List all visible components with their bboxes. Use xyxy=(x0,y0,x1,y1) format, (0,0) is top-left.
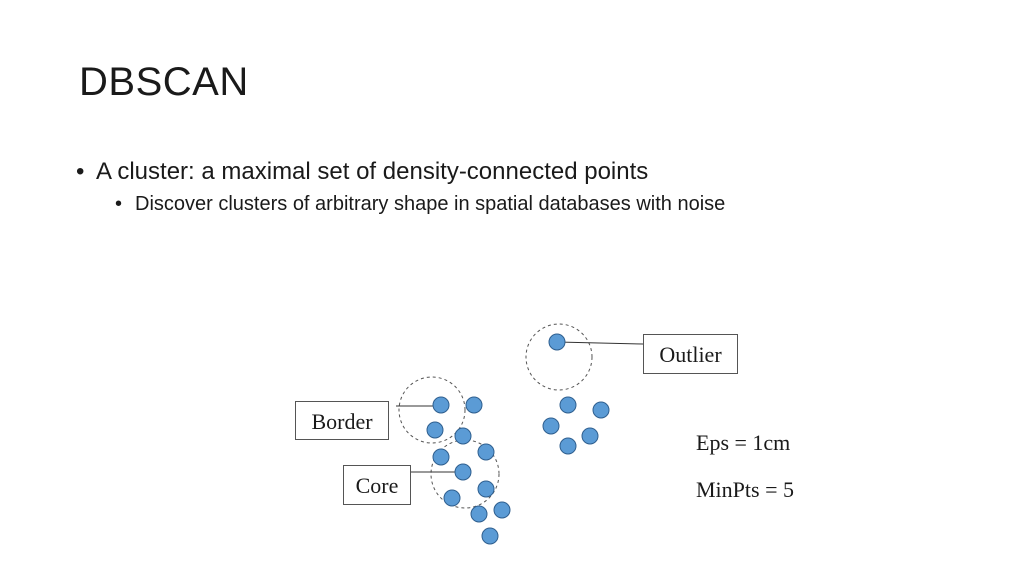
data-point xyxy=(548,333,566,351)
data-point xyxy=(426,421,444,439)
outlier-label: Outlier xyxy=(643,334,738,374)
bullet-dot-icon: • xyxy=(115,193,123,215)
data-point xyxy=(432,396,450,414)
data-point xyxy=(559,396,577,414)
data-point xyxy=(581,427,599,445)
bullet-item: • A cluster: a maximal set of density-con… xyxy=(76,155,725,189)
connector-line-outlier xyxy=(556,341,644,345)
slide-title: DBSCAN xyxy=(79,60,249,104)
data-point xyxy=(477,480,495,498)
data-point xyxy=(559,437,577,455)
sub-bullet-item: • Discover clusters of arbitrary shape in… xyxy=(115,189,725,219)
eps-circle-outlier xyxy=(525,323,593,391)
core-label: Core xyxy=(343,465,411,505)
eps-circle-core xyxy=(430,439,500,509)
data-point xyxy=(477,443,495,461)
minpts-parameter: MinPts = 5 xyxy=(696,477,794,502)
data-point xyxy=(493,501,511,519)
data-point xyxy=(481,527,499,545)
data-point xyxy=(470,505,488,523)
eps-parameter: Eps = 1cm xyxy=(696,430,791,455)
border-label: Border xyxy=(295,401,389,440)
data-point xyxy=(454,463,472,481)
eps-circle-border xyxy=(398,376,466,444)
bullet-dot-icon: • xyxy=(76,158,85,185)
bullet-list: • A cluster: a maximal set of density-con… xyxy=(76,155,725,219)
data-point xyxy=(432,448,450,466)
bullet-text: A cluster: a maximal set of density-conn… xyxy=(96,158,649,185)
data-point xyxy=(443,489,461,507)
data-point xyxy=(454,427,472,445)
data-point xyxy=(542,417,560,435)
data-point xyxy=(592,401,610,419)
data-point xyxy=(465,396,483,414)
sub-bullet-text: Discover clusters of arbitrary shape in … xyxy=(135,193,726,215)
